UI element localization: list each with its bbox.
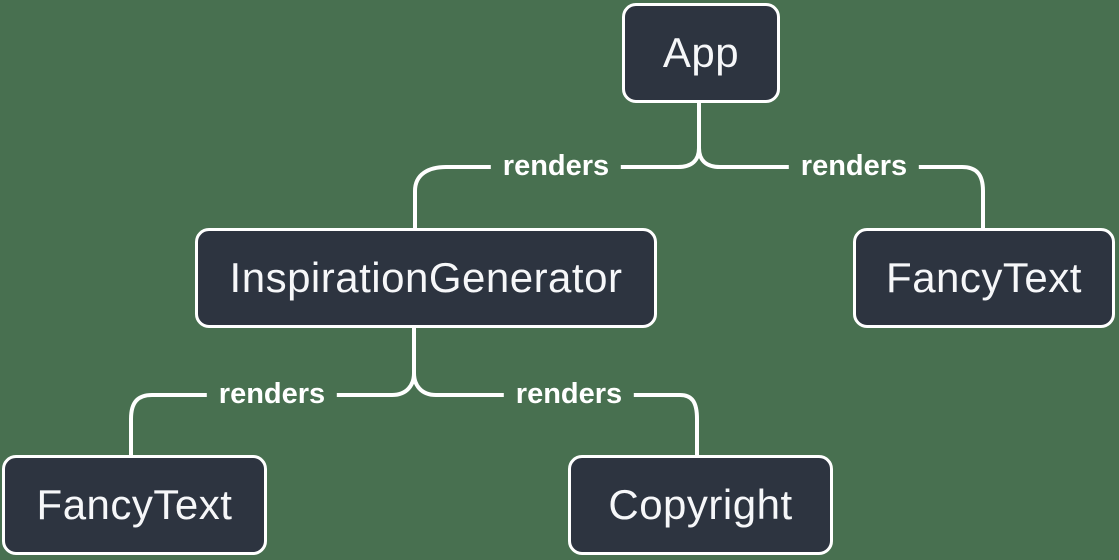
node-fancy-text-top-right-label: FancyText: [886, 254, 1082, 301]
node-app: App: [622, 3, 780, 103]
node-inspiration-generator-label: InspirationGenerator: [229, 254, 623, 301]
edge-label-app-inspirationgenerator: renders: [490, 149, 622, 185]
node-app-label: App: [662, 29, 740, 76]
edge-label-app-fancytext: renders: [788, 149, 920, 185]
node-fancy-text-bottom-left: FancyText: [2, 455, 267, 555]
edge-inspirationgenerator-to-copyright: [412, 372, 699, 455]
node-copyright: Copyright: [568, 455, 833, 555]
edge-app-to-fancytext: [697, 147, 985, 228]
node-fancy-text-top-right: FancyText: [853, 228, 1115, 328]
edge-label-inspirationgenerator-fancytext: renders: [206, 377, 338, 413]
node-inspiration-generator: InspirationGenerator: [195, 228, 657, 328]
node-copyright-label: Copyright: [608, 481, 793, 528]
node-fancy-text-bottom-left-label: FancyText: [36, 481, 233, 528]
edge-label-inspirationgenerator-copyright: renders: [503, 377, 635, 413]
